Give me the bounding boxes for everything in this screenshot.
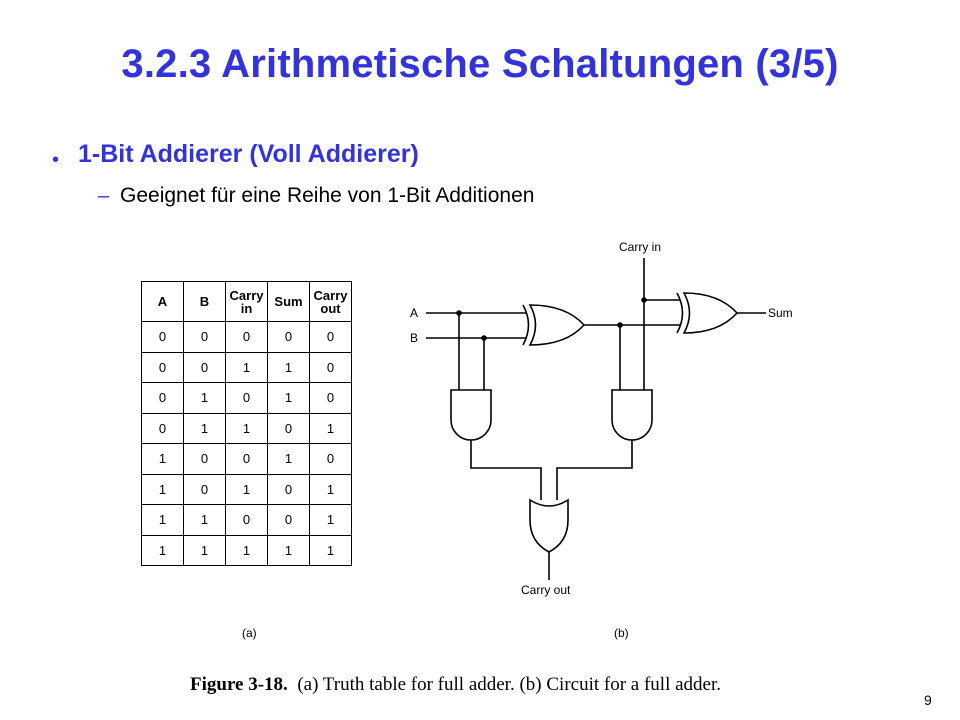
bullet-text: 1-Bit Addierer (Voll Addierer) [78,140,419,168]
truth-table-cell: 0 [141,382,184,414]
truth-table-cell: 1 [183,382,226,414]
truth-table-cell: 0 [309,321,352,353]
junction-b [481,335,487,341]
junction-carry-in [641,297,647,303]
bullet-marker: • [52,149,60,171]
label-input-b: B [410,331,418,345]
xor-gate-2 [676,292,739,334]
and-gate-2 [611,389,653,441]
sub-bullet-marker: – [98,185,110,207]
label-carry-in: Carry in [619,240,661,254]
truth-table-cell: 0 [309,443,352,475]
figure-caption: Figure 3-18. (a) Truth table for full ad… [190,674,721,696]
xor-gate-1 [522,304,586,346]
truth-table-cell: 1 [141,473,184,505]
figure-caption-text: (a) Truth table for full adder. (b) Circ… [297,674,721,695]
truth-table-cell: 1 [141,534,184,566]
truth-table-cell: 0 [225,382,268,414]
truth-table-cell: 0 [183,443,226,475]
truth-table-cell: 1 [309,473,352,505]
and-gate-1 [450,389,492,441]
truth-table-cell: 1 [141,504,184,536]
junction-xor1 [617,322,623,328]
truth-table-cell: 1 [225,534,268,566]
page-number: 9 [924,692,932,708]
truth-table-cell: 1 [267,351,310,383]
sub-bullet-text: Geeignet für eine Reihe von 1-Bit Additi… [120,184,535,207]
truth-table-cell: 1 [183,534,226,566]
truth-table-cell: 0 [141,351,184,383]
label-carry-out: Carry out [521,583,571,597]
truth-table-cell: 0 [183,321,226,353]
wire-and2-out [556,440,633,500]
truth-table-cell: 0 [309,351,352,383]
truth-table-cell: 0 [309,382,352,414]
truth-table-cell: 1 [309,534,352,566]
label-input-a: A [410,306,418,320]
truth-table-header-cell: A [141,281,184,322]
figure-label-a: (a) [242,626,257,640]
figure-label-b: (b) [614,626,629,640]
truth-table-cell: 0 [183,351,226,383]
truth-table-cell: 0 [141,321,184,353]
junction-a [456,310,462,316]
truth-table-cell: 1 [183,412,226,444]
slide-title: 3.2.3 Arithmetische Schaltungen (3/5) [121,42,839,86]
truth-table-cell: 1 [225,412,268,444]
figure-caption-number: Figure 3-18. [190,674,288,695]
or-gate [529,498,569,553]
truth-table-cell: 1 [309,412,352,444]
label-sum: Sum [768,306,793,320]
wire-and1-out [470,440,542,500]
